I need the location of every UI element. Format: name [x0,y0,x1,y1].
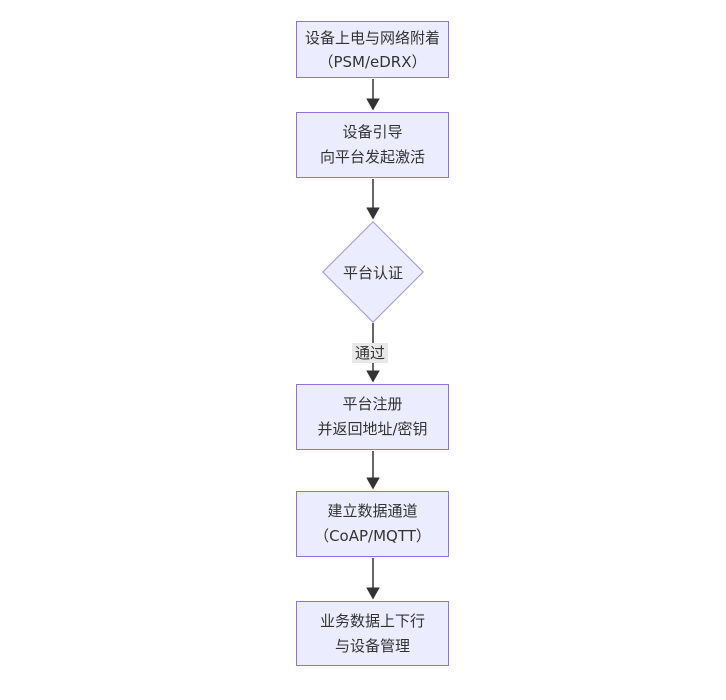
node-text-line: 设备上电与网络附着 [304,28,440,47]
node-data-channel: 建立数据通道 （CoAP/MQTT） [296,491,449,557]
node-text-line: 向平台发起激活 [319,148,425,166]
node-text-line: 建立数据通道 [327,502,418,520]
node-text-line: （CoAP/MQTT） [314,527,431,545]
node-text-line: 与设备管理 [334,636,410,655]
node-text-line: 业务数据上下行 [319,611,425,630]
node-platform-register: 平台注册 并返回地址/密钥 [296,384,449,450]
decision-platform-auth: 平台认证 [322,221,424,323]
node-business-data: 业务数据上下行 与设备管理 [296,601,449,666]
node-text-line: 设备引导 [342,123,403,141]
node-device-bootstrap: 设备引导 向平台发起激活 [296,112,449,178]
node-text-line: （PSM/eDRX） [318,52,427,71]
node-text-line: 平台注册 [342,395,403,413]
node-text-line: 平台认证 [342,263,403,282]
node-power-on-network-attach: 设备上电与网络附着 （PSM/eDRX） [296,21,449,78]
node-text-line: 并返回地址/密钥 [317,420,428,438]
edge-label-pass: 通过 [352,343,389,363]
